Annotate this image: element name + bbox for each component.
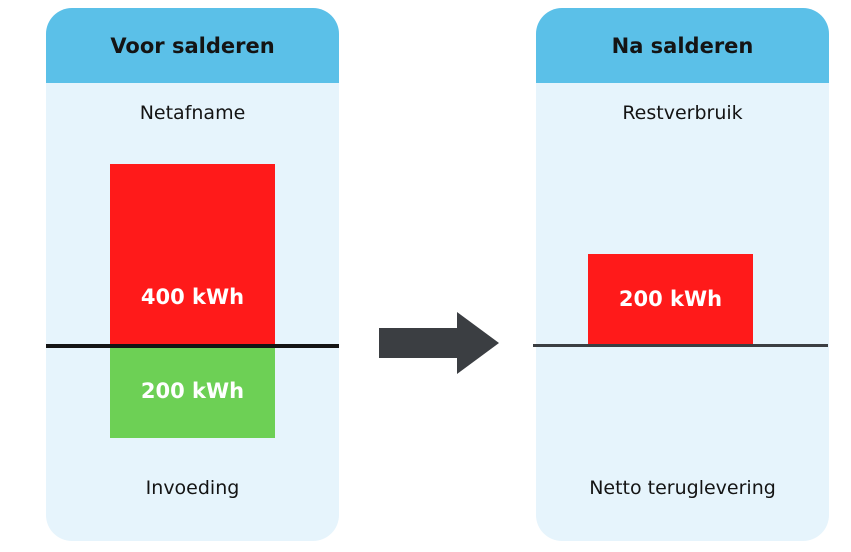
panel-after-netting: Na salderen Restverbruik 200 kWh Netto t… bbox=[536, 8, 829, 541]
panel-title-after: Na salderen bbox=[536, 8, 829, 83]
baseline-before bbox=[46, 344, 339, 348]
label-remaining-consumption: Restverbruik bbox=[622, 102, 743, 124]
bar-consumption-before: 400 kWh bbox=[110, 164, 275, 344]
bar-remaining-after: 200 kWh bbox=[588, 254, 753, 344]
bar-value-remaining-after: 200 kWh bbox=[618, 287, 723, 311]
label-feed-in: Invoeding bbox=[145, 477, 240, 499]
bar-value-consumption-before: 400 kWh bbox=[140, 285, 245, 309]
arrow-right-icon bbox=[379, 312, 499, 374]
panel-title-before: Voor salderen bbox=[46, 8, 339, 83]
bar-value-feed-in-before: 200 kWh bbox=[140, 379, 245, 403]
label-grid-consumption: Netafname bbox=[139, 102, 246, 124]
panel-before-netting: Voor salderen Netafname 400 kWh 200 kWh … bbox=[46, 8, 339, 541]
label-net-feed-in: Netto teruglevering bbox=[589, 477, 776, 499]
bar-feed-in-before: 200 kWh bbox=[110, 348, 275, 438]
baseline-after bbox=[533, 344, 828, 347]
